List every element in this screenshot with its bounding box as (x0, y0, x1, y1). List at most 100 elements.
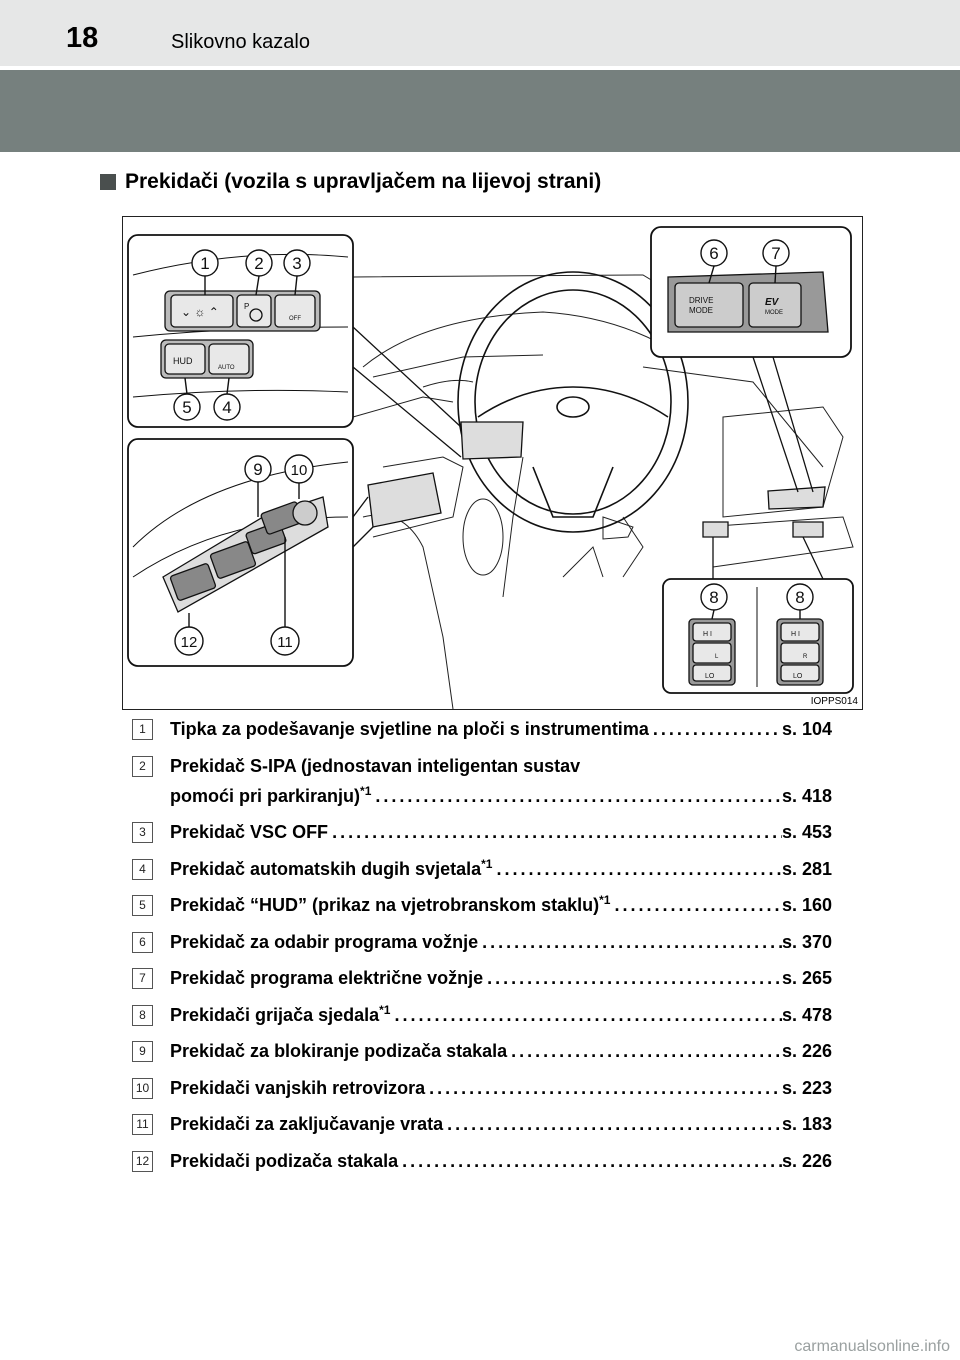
svg-text:LO: LO (705, 673, 715, 680)
figure-code: IOPPS014 (810, 696, 858, 707)
svg-text:OFF: OFF (289, 316, 301, 322)
steering-wheel (457, 271, 689, 533)
item-label: Prekidač automatskih dugih svjetala (170, 858, 482, 879)
item-number: 7 (132, 968, 153, 989)
svg-text:4: 4 (222, 398, 231, 417)
section-heading: Prekidači (vozila s upravljačem na lijev… (100, 170, 601, 194)
svg-text:3: 3 (292, 254, 301, 273)
svg-text:8: 8 (709, 588, 718, 607)
svg-text:EV: EV (765, 297, 780, 308)
legend-item: 10 Prekidači vanjskih retrovizora.......… (132, 1077, 832, 1099)
svg-text:LO: LO (793, 673, 803, 680)
item-label: Prekidač za blokiranje podizača stakala (170, 1041, 508, 1061)
legend-item: 1 Tipka za podešavanje svjetline na ploč… (132, 718, 832, 740)
footnote-marker: *1 (599, 893, 611, 907)
svg-text:H I: H I (703, 631, 712, 638)
svg-text:MODE: MODE (765, 310, 783, 316)
item-label: Prekidač S-IPA (jednostavan inteligentan… (170, 755, 581, 776)
footnote-marker: *1 (379, 1002, 391, 1017)
item-page-ref: s. 478 (781, 1004, 832, 1025)
item-label: Prekidač za odabir programa vožnje (170, 931, 479, 952)
svg-text:7: 7 (771, 244, 780, 263)
item-number: 2 (132, 755, 153, 777)
section-bar (0, 70, 960, 152)
legend-item: 5 Prekidač “HUD” (prikaz na vjetrobransk… (132, 894, 832, 916)
item-page-ref: s. 226 (781, 1041, 832, 1061)
callout-9: 9 (244, 455, 272, 517)
svg-text:6: 6 (709, 244, 718, 263)
callout-11: 11 (270, 537, 300, 656)
dashboard-drawing: ⌄ ☼ ⌃ P OFF HUD AUTO (127, 226, 854, 709)
svg-text:10: 10 (291, 462, 308, 479)
item-number: 4 (132, 858, 153, 880)
legend-item: 2 Prekidač S-IPA (jednostavan inteligent… (132, 755, 832, 807)
item-label: Tipka za podešavanje svjetline na ploči … (170, 719, 649, 739)
callout-8-right: 8 (786, 583, 814, 619)
item-page-ref: s. 265 (781, 968, 832, 988)
square-bullet-icon (100, 174, 116, 190)
legend-item: 11 Prekidači za zaključavanje vrata.....… (132, 1113, 832, 1135)
item-label: Prekidači grijača sjedala (170, 1004, 380, 1025)
svg-text:HUD: HUD (173, 356, 193, 366)
item-number: 8 (132, 1004, 153, 1026)
svg-text:1: 1 (200, 254, 209, 273)
item-number: 12 (132, 1150, 153, 1172)
callout-6: 6 (700, 239, 728, 284)
legend-item: 7 Prekidač programa električne vožnje...… (132, 967, 832, 989)
callout-4: 4 (213, 377, 241, 421)
item-page-ref: s. 418 (781, 785, 832, 806)
section-title: Prekidači (vozila s upravljačem na lijev… (125, 170, 602, 193)
svg-text:R: R (803, 654, 808, 660)
item-page-ref: s. 223 (781, 1077, 832, 1098)
callout-7: 7 (762, 239, 790, 284)
svg-text:8: 8 (795, 588, 804, 607)
svg-text:12: 12 (181, 634, 198, 651)
item-label: Prekidač VSC OFF (170, 822, 329, 842)
watermark: carmanualsonline.info (794, 1338, 950, 1355)
svg-text:MODE: MODE (689, 306, 713, 315)
svg-text:11: 11 (277, 634, 293, 651)
page-number: 18 (66, 22, 99, 54)
legend-list: 1 Tipka za podešavanje svjetline na ploč… (132, 718, 832, 1186)
item-page-ref: s. 370 (781, 931, 832, 952)
item-number: 9 (132, 1041, 153, 1062)
door-switch-area (367, 421, 826, 538)
svg-text:DRIVE: DRIVE (689, 296, 713, 305)
header-band (0, 0, 960, 66)
callout-2: 2 (245, 249, 273, 296)
svg-text:9: 9 (253, 460, 262, 479)
callout-12: 12 (174, 613, 204, 656)
svg-text:⌄ ☼ ⌃: ⌄ ☼ ⌃ (181, 305, 219, 319)
item-number: 11 (132, 1114, 153, 1135)
svg-text:P: P (244, 302, 249, 311)
item-label: Prekidači vanjskih retrovizora (170, 1077, 426, 1098)
callout-8-left: 8 (700, 583, 728, 620)
footnote-marker: *1 (481, 856, 493, 871)
item-label-continued: pomoći pri parkiranju) (170, 785, 361, 806)
item-page-ref: s. 226 (781, 1150, 832, 1171)
header-title: Slikovno kazalo (171, 31, 310, 53)
callout-5: 5 (173, 377, 201, 421)
panel-drive-mode: DRIVE MODE EV MODE (650, 226, 852, 493)
legend-item: 8 Prekidači grijača sjedala*1...........… (132, 1004, 832, 1026)
item-page-ref: s. 160 (781, 895, 832, 915)
svg-text:L: L (715, 654, 719, 660)
svg-text:AUTO: AUTO (218, 365, 235, 371)
item-number: 10 (132, 1077, 153, 1099)
svg-text:5: 5 (182, 398, 191, 417)
dashboard-illustration: ⌄ ☼ ⌃ P OFF HUD AUTO (122, 216, 863, 710)
item-number: 5 (132, 895, 153, 916)
legend-item: 12 Prekidači podizača stakala...........… (132, 1150, 832, 1172)
item-page-ref: s. 183 (781, 1114, 832, 1134)
callouts: 1 2 3 4 5 6 7 8 8 9 10 11 12 (173, 239, 814, 656)
panel-door-switches (127, 438, 374, 667)
item-label: Prekidači podizača stakala (170, 1150, 399, 1171)
svg-text:H I: H I (791, 631, 800, 638)
callout-3: 3 (283, 249, 311, 296)
legend-item: 9 Prekidač za blokiranje podizača stakal… (132, 1040, 832, 1062)
item-page-ref: s. 281 (781, 858, 832, 879)
legend-item: 4 Prekidač automatskih dugih svjetala*1.… (132, 858, 832, 880)
legend-item: 6 Prekidač za odabir programa vožnje....… (132, 931, 832, 953)
callout-1: 1 (191, 249, 219, 295)
footnote-marker: *1 (360, 783, 372, 798)
